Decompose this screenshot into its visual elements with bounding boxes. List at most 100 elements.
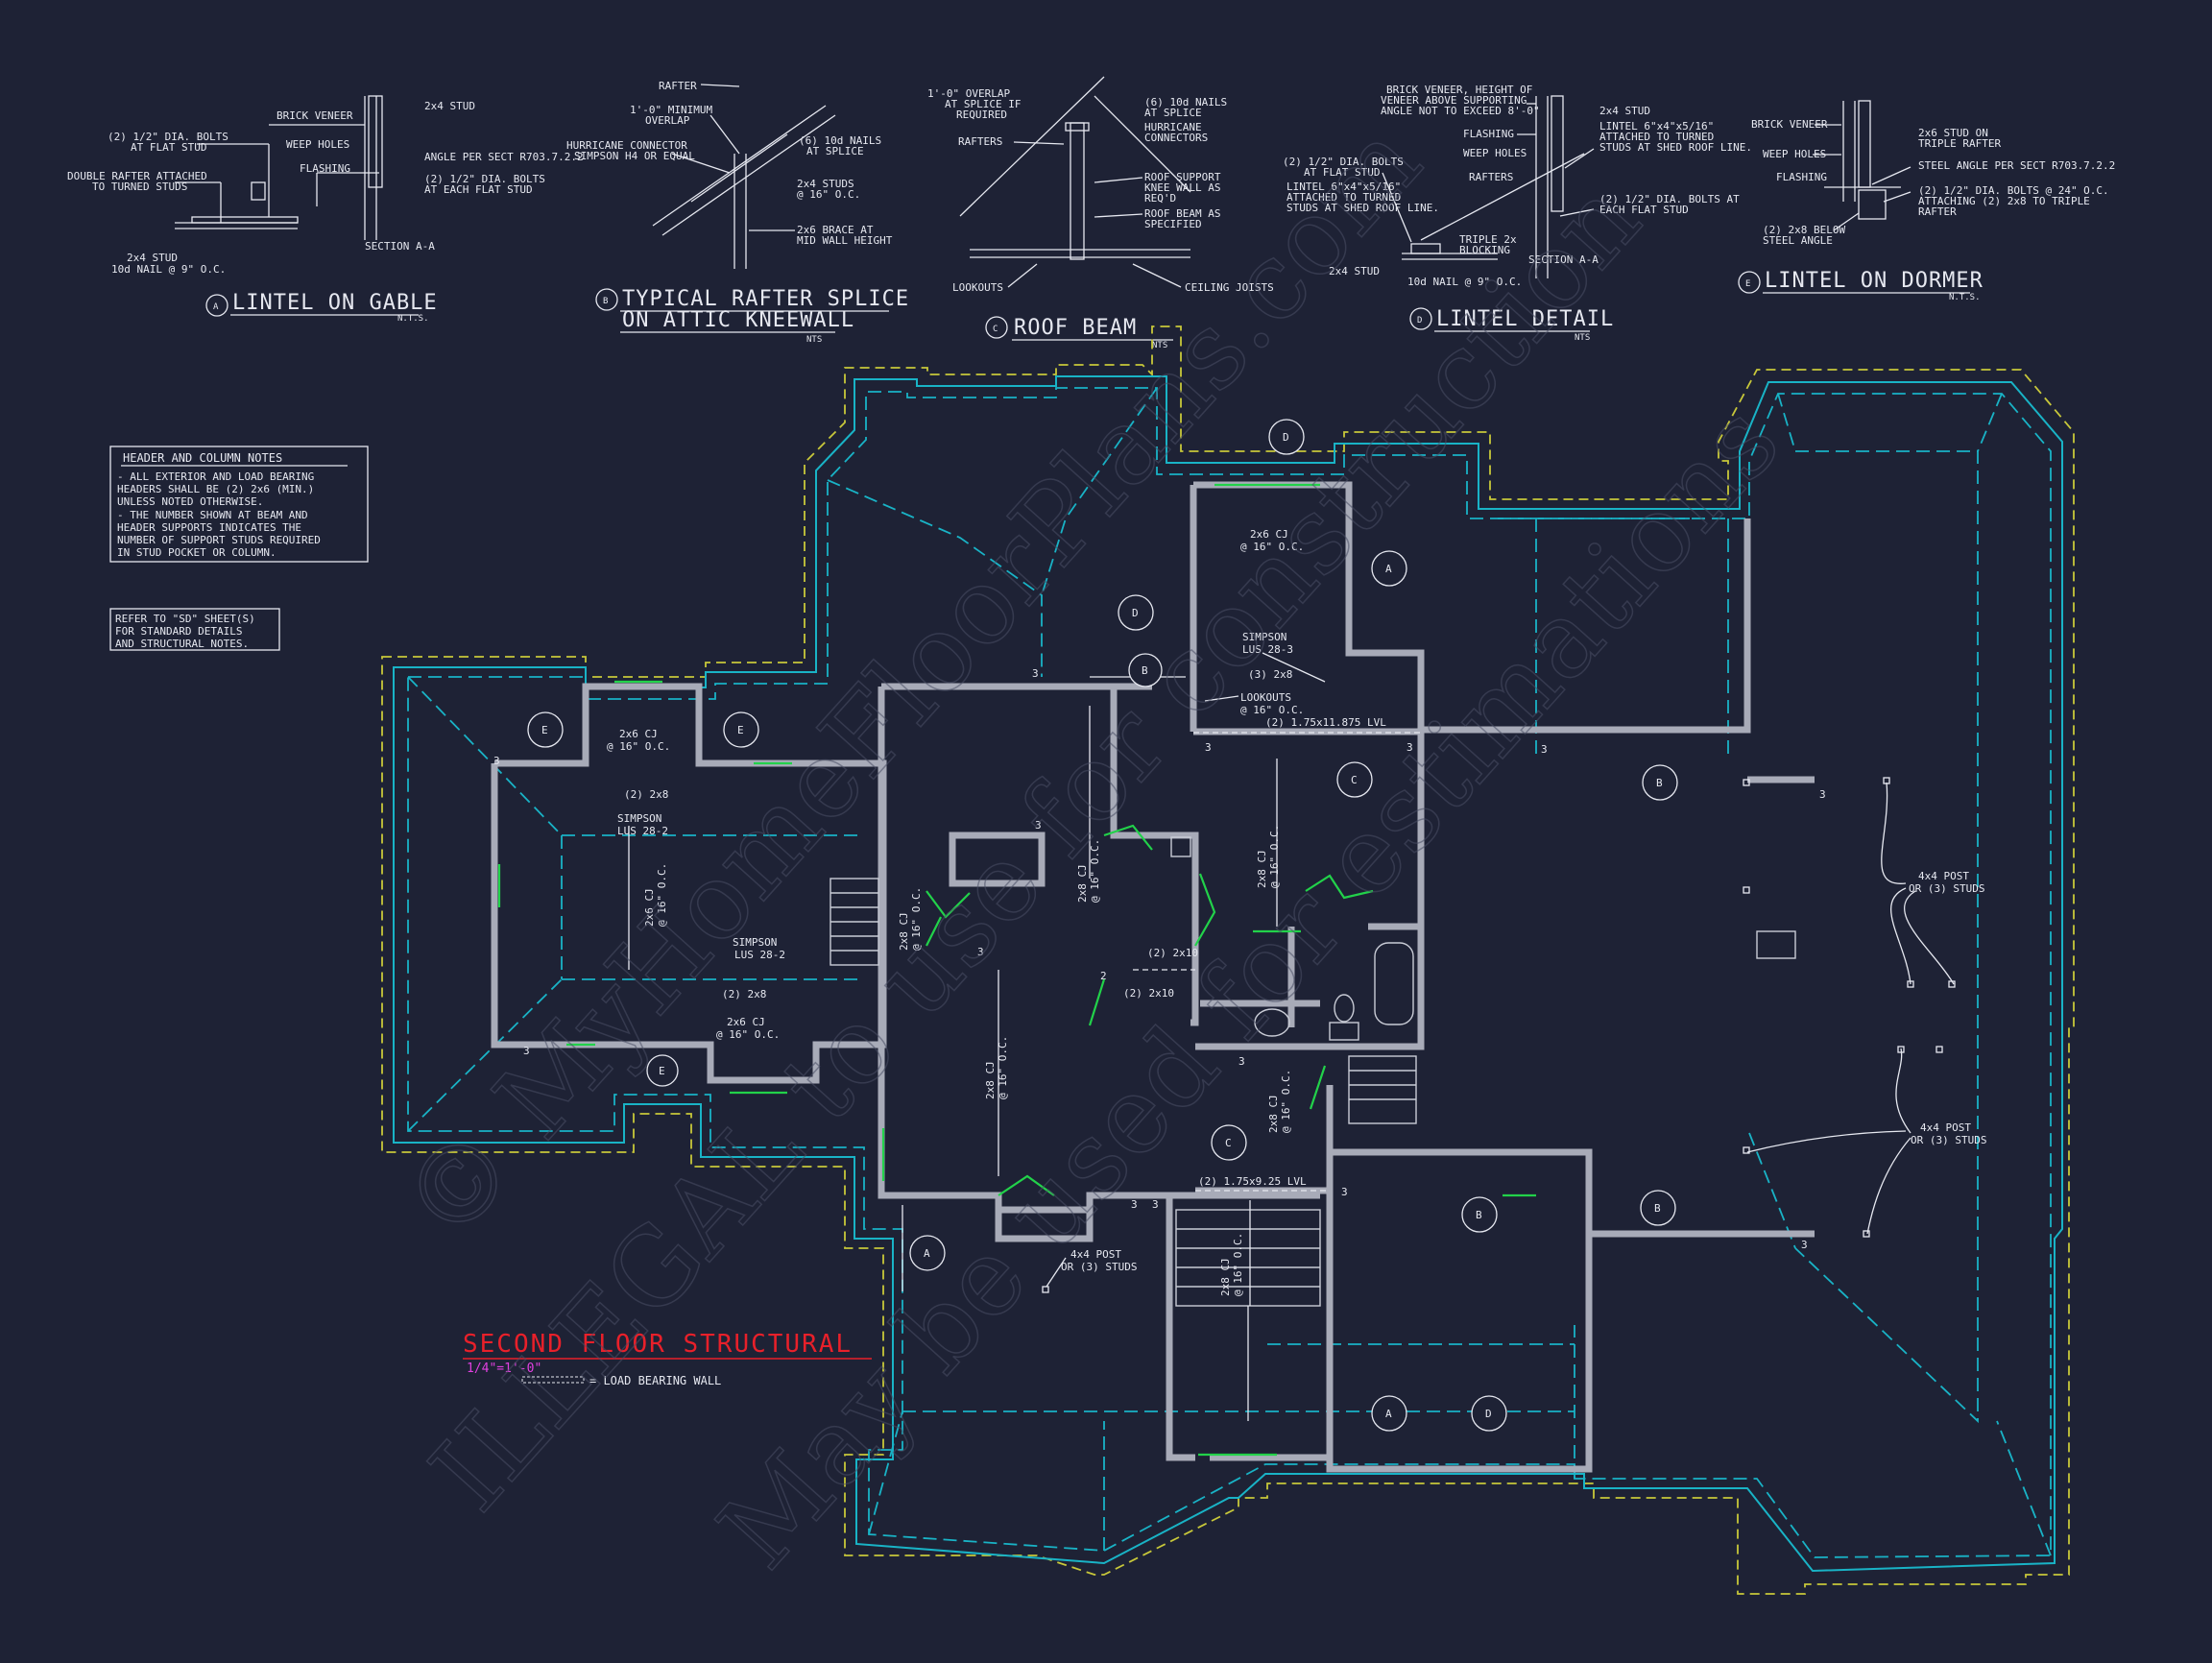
detail-a-callout: 2x4 STUD bbox=[424, 100, 475, 112]
roof-outline-outer bbox=[393, 375, 2063, 1573]
post-label: 4x4 POST bbox=[1918, 870, 1969, 882]
ref-d: D bbox=[1283, 431, 1289, 444]
notes-line: HEADER SUPPORTS INDICATES THE bbox=[117, 521, 301, 534]
detail-b-callout: @ 16" O.C. bbox=[797, 188, 860, 201]
detail-d-callout: TRIPLE 2x bbox=[1459, 233, 1517, 246]
plan-labels: 2x6 CJ @ 16" O.C. 2x6 CJ @ 16" O.C. 2x6 … bbox=[493, 528, 1986, 1296]
legend-text: = LOAD BEARING WALL bbox=[589, 1374, 721, 1387]
detail-c-letter: C bbox=[993, 325, 998, 334]
detail-b-callout: MID WALL HEIGHT bbox=[797, 234, 893, 247]
refer-line: FOR STANDARD DETAILS bbox=[115, 625, 242, 638]
cj-rot-label: 2x8 CJ bbox=[898, 912, 910, 951]
oc-label: @ 16" O.C. bbox=[607, 740, 670, 753]
span-arrows bbox=[628, 706, 1278, 1421]
ref-b: B bbox=[1656, 777, 1663, 789]
cj-rot-label: 2x8 CJ bbox=[1256, 850, 1268, 888]
detail-a-letter: A bbox=[213, 302, 219, 312]
two-2x8-label: (2) 2x8 bbox=[722, 988, 766, 1000]
notes-line: - ALL EXTERIOR AND LOAD BEARING bbox=[117, 470, 314, 483]
detail-e-callout: RAFTER bbox=[1918, 205, 1957, 218]
detail-c-callout: REQUIRED bbox=[956, 108, 1007, 121]
detail-a-callout: 2x4 STUD bbox=[127, 252, 178, 264]
post-label: OR (3) STUDS bbox=[1911, 1134, 1986, 1146]
detail-d-callout: LINTEL 6"x4"x5/16" bbox=[1599, 120, 1714, 133]
simpson-label: SIMPSON bbox=[1242, 631, 1286, 643]
oc-rot-label: @ 16" O.C. bbox=[1089, 839, 1101, 903]
detail-d-nts: NTS bbox=[1575, 333, 1590, 343]
detail-c-callout: LOOKOUTS bbox=[952, 281, 1003, 294]
detail-c-callout: 1'-0" OVERLAP bbox=[927, 87, 1010, 100]
post-label: 4x4 POST bbox=[1920, 1121, 1971, 1134]
detail-reference-bubbles-2: B C B C B B A A D bbox=[909, 653, 1678, 1432]
detail-d-callout: VENEER ABOVE SUPPORTING bbox=[1381, 94, 1527, 107]
ref-b: B bbox=[1654, 1202, 1661, 1215]
detail-b-rafter-splice: RAFTER 1'-0" MINIMUM OVERLAP HURRICANE C… bbox=[566, 80, 908, 345]
plan-title: SECOND FLOOR STRUCTURAL bbox=[463, 1330, 853, 1359]
stud-count: 3 bbox=[1035, 819, 1042, 832]
notes-line: UNLESS NOTED OTHERWISE. bbox=[117, 495, 263, 508]
detail-e-letter: E bbox=[1745, 279, 1750, 289]
stud-count: 3 bbox=[1152, 1198, 1159, 1211]
stud-count: 3 bbox=[1801, 1239, 1808, 1251]
detail-a-callout: AT EACH FLAT STUD bbox=[424, 183, 533, 196]
refer-line: AND STRUCTURAL NOTES. bbox=[115, 638, 249, 650]
ref-a: A bbox=[1385, 1408, 1392, 1420]
detail-d-callout: (2) 1/2" DIA. BOLTS AT bbox=[1599, 193, 1740, 205]
ref-b: B bbox=[1476, 1209, 1482, 1221]
detail-d-callout: (2) 1/2" DIA. BOLTS bbox=[1283, 156, 1404, 168]
doors bbox=[497, 483, 1536, 1457]
ref-a: A bbox=[924, 1247, 930, 1260]
detail-d-callout: FLASHING bbox=[1463, 128, 1514, 140]
detail-a-callout: (2) 1/2" DIA. BOLTS bbox=[108, 131, 228, 143]
cj-rot-label: 2x8 CJ bbox=[984, 1061, 997, 1099]
stairs bbox=[830, 878, 1417, 1307]
detail-b-callout: SIMPSON H4 OR EQUAL bbox=[574, 150, 695, 162]
detail-a-lintel-on-gable: BRICK VENEER 2x4 STUD (2) 1/2" DIA. BOLT… bbox=[67, 95, 584, 324]
detail-d-callout: ATTACHED TO TURNED bbox=[1286, 191, 1401, 204]
detail-a-callout: SECTION A-A bbox=[365, 240, 435, 253]
cj-label: 2x6 CJ bbox=[1250, 528, 1288, 541]
detail-a-callout: BRICK VENEER bbox=[276, 109, 353, 122]
detail-c-roof-beam: 1'-0" OVERLAP AT SPLICE IF REQUIRED (6) … bbox=[927, 76, 1274, 350]
detail-e-callout: (2) 1/2" DIA. BOLTS @ 24" O.C. bbox=[1918, 184, 2109, 197]
cj-rot-label: 2x6 CJ bbox=[643, 888, 656, 927]
detail-a-callout: (2) 1/2" DIA. BOLTS bbox=[424, 173, 545, 185]
detail-a-callout: DOUBLE RAFTER ATTACHED bbox=[67, 170, 207, 182]
oc-rot-label: @ 16" O.C. bbox=[910, 887, 923, 951]
simpson-label: SIMPSON bbox=[617, 812, 661, 825]
plan-scale: 1/4"=1'-0" bbox=[467, 1362, 541, 1376]
ref-e: E bbox=[737, 724, 744, 736]
detail-d-callout: 10d NAIL @ 9" O.C. bbox=[1407, 276, 1522, 288]
cj-rot-label: 2x8 CJ bbox=[1267, 1095, 1280, 1133]
oc-label: @ 16" O.C. bbox=[1240, 704, 1304, 716]
stud-count: 3 bbox=[493, 755, 500, 767]
two-2x8-label: (2) 2x8 bbox=[624, 788, 668, 801]
oc-label: @ 16" O.C. bbox=[716, 1028, 780, 1041]
simpson-label: SIMPSON bbox=[733, 936, 777, 949]
leaders bbox=[1042, 652, 1956, 1293]
detail-a-title: LINTEL ON GABLE bbox=[232, 291, 438, 315]
stud-count: 3 bbox=[523, 1045, 530, 1057]
detail-c-callout: HURRICANE bbox=[1144, 121, 1202, 133]
detail-e-callout: TRIPLE RAFTER bbox=[1918, 137, 2001, 150]
detail-d-callout: BRICK VENEER, HEIGHT OF bbox=[1386, 84, 1532, 96]
plan-title-block: SECOND FLOOR STRUCTURAL 1/4"=1'-0" = LOA… bbox=[463, 1330, 872, 1387]
detail-a-callout: TO TURNED STUDS bbox=[92, 181, 187, 193]
ref-c: C bbox=[1351, 774, 1358, 786]
stud-count: 3 bbox=[1407, 741, 1413, 754]
detail-c-callout: ROOF SUPPORT bbox=[1144, 171, 1221, 183]
detail-c-callout: RAFTERS bbox=[958, 135, 1002, 148]
watermark-line: ILLEGAL to use for construction bbox=[407, 157, 1663, 1533]
stud-count: 3 bbox=[1341, 1186, 1348, 1198]
cj-label: 2x6 CJ bbox=[619, 728, 658, 740]
post-label: OR (3) STUDS bbox=[1061, 1261, 1137, 1273]
detail-b-letter: B bbox=[603, 297, 608, 306]
oc-label: @ 16" O.C. bbox=[1240, 541, 1304, 553]
detail-c-callout: AT SPLICE bbox=[1144, 107, 1202, 119]
detail-e-callout: FLASHING bbox=[1776, 171, 1827, 183]
header-column-notes: HEADER AND COLUMN NOTES - ALL EXTERIOR A… bbox=[109, 446, 369, 563]
detail-d-callout: RAFTERS bbox=[1469, 171, 1513, 183]
refer-sd-notes: REFER TO "SD" SHEET(S) FOR STANDARD DETA… bbox=[109, 608, 280, 651]
cj-rot-label: 2x8 CJ bbox=[1076, 864, 1089, 903]
detail-b-callout: 1'-0" MINIMUM bbox=[630, 104, 712, 116]
